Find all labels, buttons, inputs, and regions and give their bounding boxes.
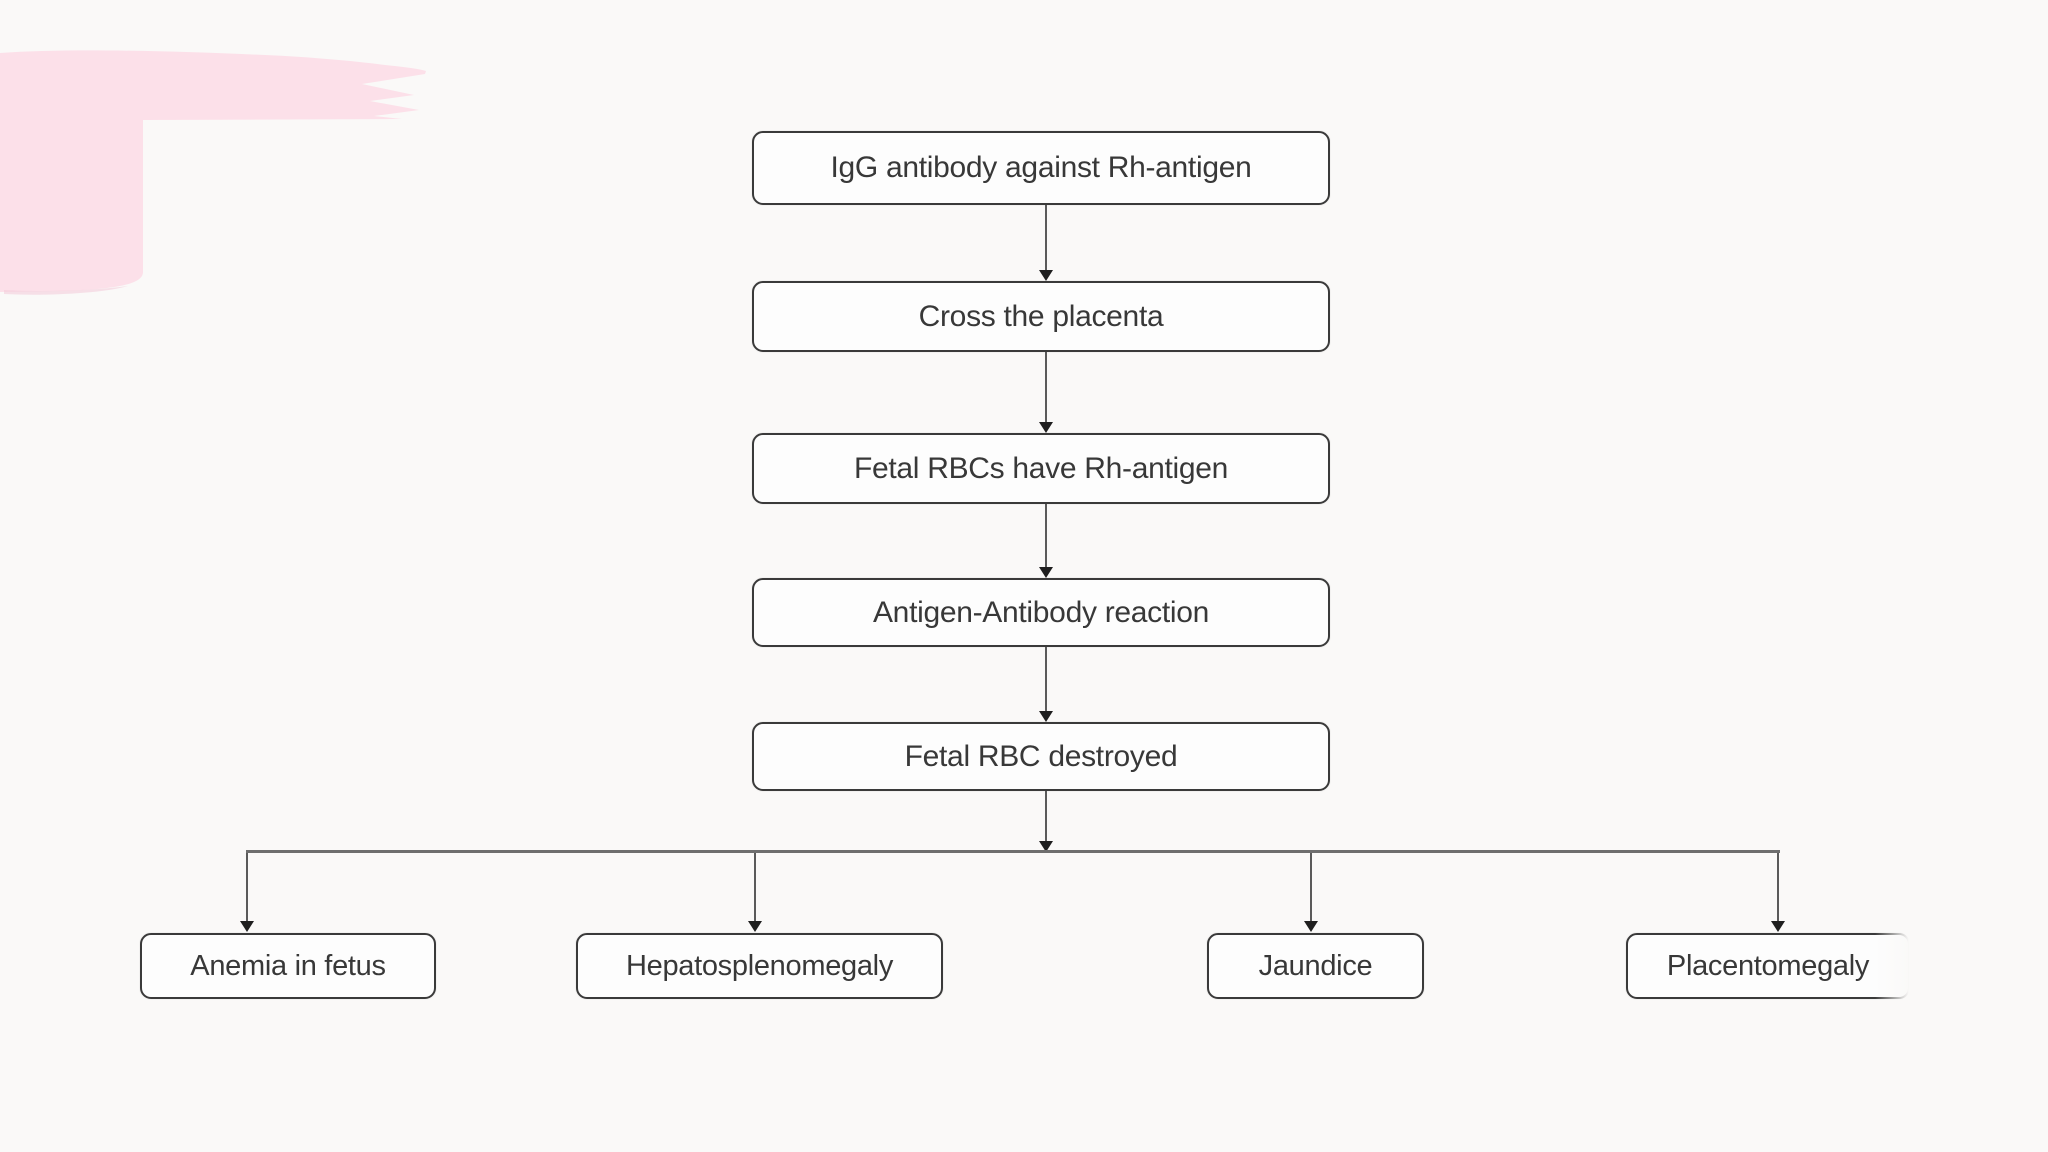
arrowhead-icon (1039, 270, 1053, 281)
outcome-label: Jaundice (1258, 949, 1373, 982)
arrowhead-icon (1039, 422, 1053, 433)
arrowhead-icon (1304, 921, 1318, 932)
outcome-hepatosplenomegaly: Hepatosplenomegaly (576, 933, 943, 999)
arrowhead-icon (240, 921, 254, 932)
outcome-anemia-in-fetus: Anemia in fetus (140, 933, 436, 999)
flow-step-fetal-rbcs-antigen: Fetal RBCs have Rh-antigen (752, 433, 1330, 504)
connector-line (1045, 791, 1047, 841)
connector-line (1310, 853, 1312, 922)
flow-step-antigen-antibody-reaction: Antigen-Antibody reaction (752, 578, 1330, 647)
branch-line (246, 850, 1780, 853)
connector-line (754, 853, 756, 922)
flow-step-label: Cross the placenta (918, 299, 1164, 333)
flow-step-label: Fetal RBC destroyed (904, 739, 1178, 773)
flow-step-fetal-rbc-destroyed: Fetal RBC destroyed (752, 722, 1330, 791)
flow-step-label: IgG antibody against Rh-antigen (830, 151, 1252, 184)
outcome-label: Hepatosplenomegaly (625, 949, 894, 982)
flow-step-igg-antibody: IgG antibody against Rh-antigen (752, 131, 1330, 205)
arrowhead-icon (1039, 841, 1053, 852)
flow-step-cross-placenta: Cross the placenta (752, 281, 1330, 352)
outcome-placentomegaly: Placentomegaly (1626, 933, 1910, 999)
flow-step-label: Fetal RBCs have Rh-antigen (853, 451, 1229, 485)
connector-line (1045, 504, 1047, 567)
outcome-label: Anemia in fetus (190, 949, 386, 982)
arrowhead-icon (1039, 711, 1053, 722)
connector-line (246, 853, 248, 922)
flow-step-label: Antigen-Antibody reaction (872, 595, 1210, 629)
connector-line (1777, 853, 1779, 922)
arrowhead-icon (1039, 567, 1053, 578)
outcome-label: Placentomegaly (1666, 949, 1870, 982)
arrowhead-icon (1771, 921, 1785, 932)
outcome-jaundice: Jaundice (1207, 933, 1424, 999)
connector-line (1045, 205, 1047, 271)
connector-line (1045, 352, 1047, 422)
arrowhead-icon (748, 921, 762, 932)
pink-brush-decoration (0, 50, 426, 295)
connector-line (1045, 647, 1047, 711)
